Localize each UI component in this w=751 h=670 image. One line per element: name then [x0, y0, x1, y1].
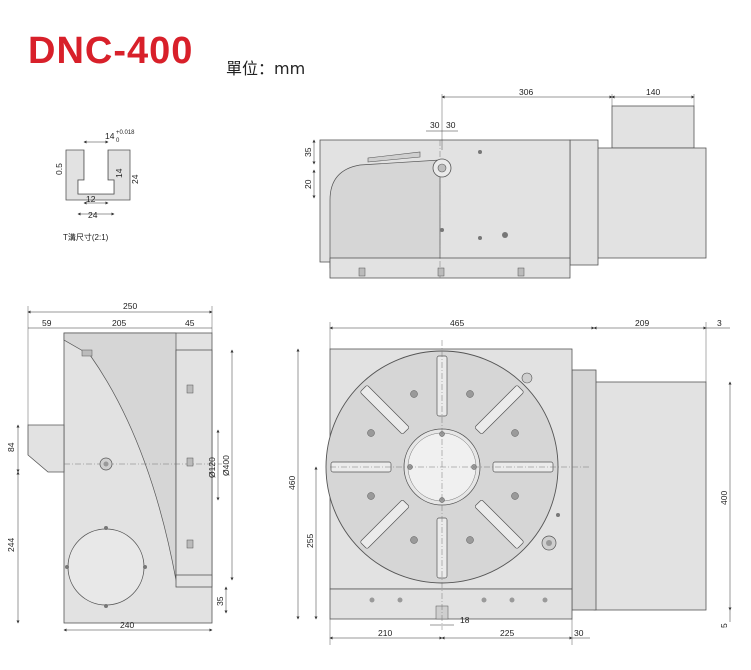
side-dim-250: 250 — [123, 301, 137, 311]
side-dim-59: 59 — [42, 318, 52, 328]
top-dim-30a: 30 — [430, 120, 440, 130]
top-dim-20: 20 — [303, 179, 313, 189]
tslot-dim-d: 12 — [86, 194, 96, 204]
tslot-detail: 14 +0.018 0 0.5 14 24 12 24 T溝尺寸(2:1) — [54, 130, 140, 242]
tslot-dim-b: 14 — [114, 168, 124, 178]
side-motor-circle — [67, 528, 145, 606]
front-dim-460: 460 — [287, 476, 297, 490]
top-dim-306: 306 — [519, 87, 533, 97]
tslot-dim-e: 24 — [88, 210, 98, 220]
side-dim-dia400: Ø400 — [221, 455, 231, 476]
front-dim-465: 465 — [450, 318, 464, 328]
side-view: 250 59 205 45 84 244 35 240 Ø120 Ø400 — [6, 301, 234, 632]
front-dim-209: 209 — [635, 318, 649, 328]
tslot-tol-upper: +0.018 — [116, 130, 135, 136]
side-dim-84: 84 — [6, 442, 16, 452]
top-dim-35: 35 — [303, 147, 313, 157]
side-face — [175, 349, 213, 581]
tslot-dim-a: 0.5 — [54, 163, 64, 175]
front-view: 465 209 3 460 255 400 5 18 210 225 30 — [287, 318, 732, 645]
top-base — [329, 257, 571, 279]
front-dim-400: 400 — [719, 491, 729, 505]
tslot-dim-c: 24 — [130, 174, 140, 184]
side-bracket — [27, 424, 65, 473]
top-motor-cover — [611, 105, 695, 149]
product-title: DNC-400 — [28, 30, 194, 72]
top-dim-30b: 30 — [446, 120, 456, 130]
front-dim-255: 255 — [305, 534, 315, 548]
side-dim-35: 35 — [215, 596, 225, 606]
tslot-tol-base: 14 — [105, 131, 115, 141]
tslot-caption: T溝尺寸(2:1) — [63, 232, 109, 242]
top-motor-flange — [569, 139, 599, 266]
unit-label: 單位：mm — [226, 59, 306, 78]
front-base — [329, 588, 573, 620]
top-motor-body — [593, 147, 707, 259]
top-view: 306 140 30 30 35 20 — [303, 87, 707, 280]
front-dim-18: 18 — [460, 615, 470, 625]
front-bolt-holes — [367, 390, 519, 544]
front-dim-225: 225 — [500, 628, 514, 638]
front-dim-30: 30 — [574, 628, 584, 638]
front-dim-3: 3 — [717, 318, 722, 328]
front-dim-210: 210 — [378, 628, 392, 638]
side-dim-244: 244 — [6, 538, 16, 552]
top-table-curve — [329, 159, 441, 269]
front-dim-5: 5 — [719, 623, 729, 628]
side-dim-dia120: Ø120 — [207, 457, 217, 478]
tslot-groove — [77, 150, 115, 195]
front-motor — [593, 381, 707, 611]
side-dim-205: 205 — [112, 318, 126, 328]
front-base-bolts — [369, 597, 548, 603]
side-dim-240: 240 — [120, 620, 134, 630]
side-dim-45: 45 — [185, 318, 195, 328]
tslot-tol-lower: 0 — [116, 138, 120, 144]
top-dim-140: 140 — [646, 87, 660, 97]
